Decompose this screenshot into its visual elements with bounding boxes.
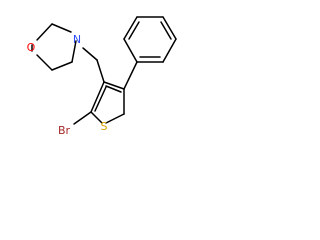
bond [123,38,138,63]
bond [73,111,92,125]
bond [103,81,125,90]
methylene-linker [82,47,105,83]
bond [123,61,138,90]
bond [51,61,73,71]
molecule-diagram: O N S Br [0,0,211,159]
atom-label-nitrogen: N [73,33,81,46]
bond [36,23,53,41]
bond [162,16,177,40]
thiophene-ring [90,81,125,124]
morpholine-ring [31,23,77,71]
bond [51,23,72,33]
bond [128,21,140,40]
bond [90,111,103,124]
bond [82,47,98,61]
bond [90,81,105,113]
molecule-structure: O N S Br [27,16,177,137]
atom-label-bromine: Br [58,124,71,137]
bond [71,40,77,63]
bond [94,86,107,112]
atom-label-oxygen: O [27,41,36,54]
phenyl-ring [123,16,177,90]
bond [105,85,122,93]
bond [160,21,172,40]
bond [36,54,53,71]
bond [123,16,138,40]
atom-label-sulfur: S [101,120,108,133]
bond [96,59,105,83]
bond [105,113,125,124]
bond [162,38,177,63]
